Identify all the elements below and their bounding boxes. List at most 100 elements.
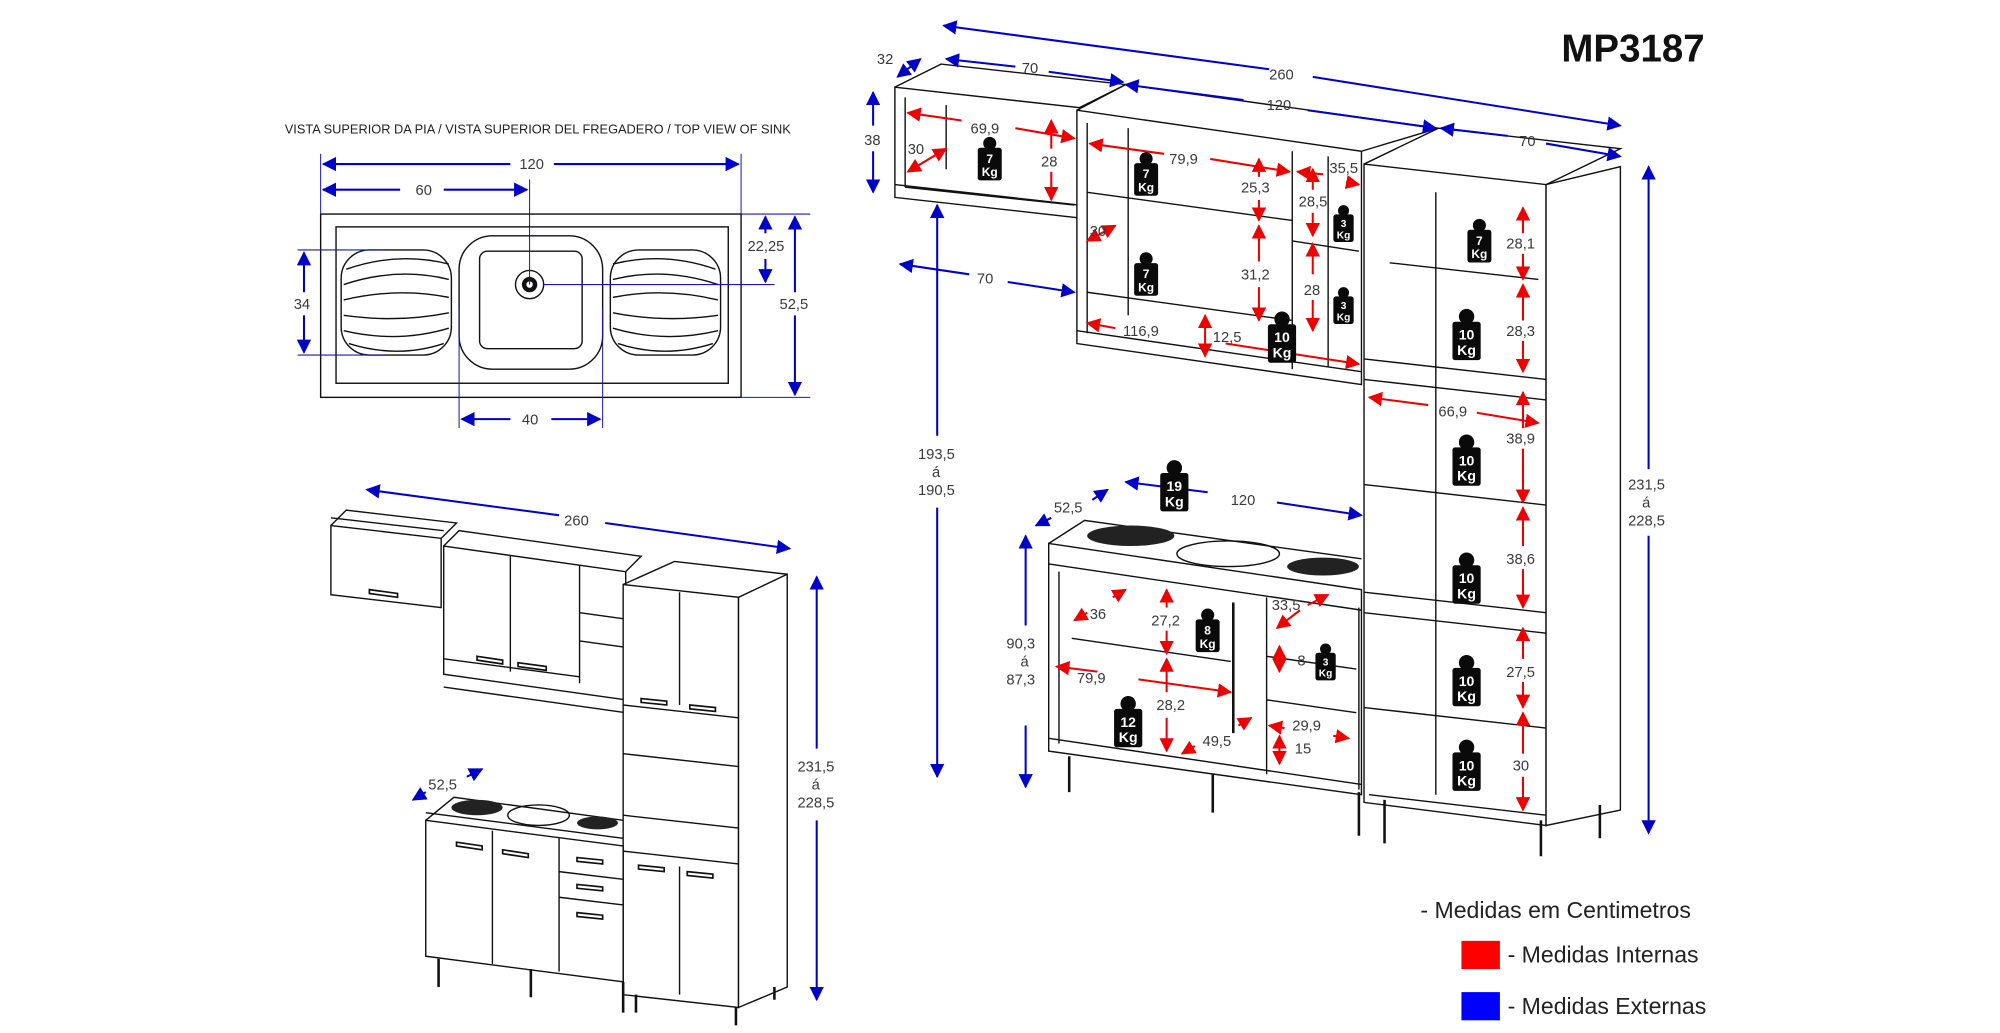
dim-int-upper-bottom-height: 12,5 bbox=[1213, 330, 1242, 346]
legend-swatch-external bbox=[1461, 992, 1500, 1021]
sink-rim bbox=[335, 226, 729, 384]
weight-icon bbox=[1458, 552, 1475, 568]
dim-int-upper-center-bottom-height: 31,2 bbox=[1241, 267, 1270, 283]
weight-icon bbox=[1458, 308, 1475, 325]
dim-int-upper-center-depth: 30 bbox=[1090, 224, 1106, 240]
dim-sink-total-depth: 52,5 bbox=[780, 297, 809, 313]
dim-base-height-sep: á bbox=[1021, 655, 1030, 671]
weight-unit: Kg bbox=[1471, 247, 1487, 261]
dim-drain-from-back: 22,25 bbox=[747, 239, 784, 255]
dim-int-upper-left-height: 28 bbox=[1041, 155, 1057, 171]
dim-base-height-min: 87,3 bbox=[1006, 672, 1035, 688]
weight-icon-body bbox=[1195, 619, 1220, 653]
weight-icon bbox=[1274, 311, 1290, 327]
dim-int-tall-width: 66,9 bbox=[1438, 405, 1467, 421]
dim-int-base-bottom-depth: 49,5 bbox=[1203, 734, 1232, 750]
dim-base-width: 120 bbox=[1231, 493, 1256, 509]
weight-icon bbox=[1337, 287, 1350, 299]
legend-units-note: - Medidas em Centimetros bbox=[1420, 897, 1690, 923]
right-drainboard bbox=[609, 249, 722, 356]
weight-icon bbox=[1120, 696, 1136, 712]
sink-outline bbox=[319, 213, 742, 399]
dim-assembled-sink-depth: 52,5 bbox=[428, 778, 457, 794]
dim-int-tall-top-2: 28,3 bbox=[1506, 324, 1535, 340]
dim-int-upper-center-width: 79,9 bbox=[1169, 152, 1198, 168]
weight-value: 10 bbox=[1459, 452, 1475, 468]
weight-icon-body bbox=[1452, 667, 1481, 707]
model-code: MP3187 bbox=[1561, 28, 1704, 71]
dim-upper-mount-height-sep: á bbox=[932, 465, 941, 481]
weight-value: 10 bbox=[1459, 673, 1475, 689]
weight-unit: Kg bbox=[1165, 493, 1184, 509]
legend: - Medidas em Centimetros - Medidas Inter… bbox=[1420, 897, 1706, 1021]
weight-icon bbox=[1166, 460, 1183, 476]
dim-tall-unit-height-max: 231,5 bbox=[1628, 478, 1665, 494]
weight-badge: 7Kg bbox=[1134, 252, 1159, 296]
weight-value: 19 bbox=[1166, 478, 1182, 494]
weight-unit: Kg bbox=[1337, 312, 1351, 323]
weight-unit: Kg bbox=[1273, 345, 1292, 361]
legend-label-external: - Medidas Externas bbox=[1508, 993, 1707, 1019]
weight-badge: 8Kg bbox=[1195, 608, 1220, 653]
weight-unit: Kg bbox=[1457, 688, 1476, 704]
legend-swatch-internal bbox=[1461, 940, 1500, 970]
dim-int-base-bottom-height: 28,2 bbox=[1156, 698, 1185, 714]
weight-unit: Kg bbox=[1457, 342, 1476, 358]
dim-int-upper-left-depth: 30 bbox=[908, 142, 924, 158]
weight-icon-body bbox=[1267, 324, 1297, 363]
dim-int-tall-top-1: 28,1 bbox=[1506, 237, 1535, 253]
weight-value: 12 bbox=[1120, 714, 1136, 730]
weight-icon-body bbox=[1160, 472, 1189, 512]
weight-icon bbox=[1320, 643, 1332, 655]
left-drainboard bbox=[340, 249, 453, 356]
dim-int-base-top-height: 27,2 bbox=[1151, 614, 1180, 630]
weight-badge: 7Kg bbox=[1134, 152, 1159, 196]
weight-icon-body bbox=[1333, 214, 1354, 243]
weight-value: 10 bbox=[1459, 757, 1475, 773]
assembled-kitchen-view: 260 52,5 231,5 bbox=[330, 484, 834, 1026]
weight-unit: Kg bbox=[1138, 180, 1154, 194]
weight-value: 7 bbox=[986, 152, 993, 166]
dim-base-depth: 52,5 bbox=[1054, 501, 1083, 517]
weight-icon-body bbox=[1452, 752, 1481, 791]
weight-icon bbox=[1139, 152, 1153, 166]
weight-unit: Kg bbox=[1457, 586, 1476, 602]
weight-icon bbox=[1201, 608, 1215, 622]
weight-unit: Kg bbox=[1200, 637, 1216, 651]
dim-base-height-max: 90,3 bbox=[1006, 637, 1035, 653]
sink-top-view: VISTA SUPERIOR DA PIA / VISTA SUPERIOR D… bbox=[285, 121, 811, 428]
dim-assembled-height-min: 228,5 bbox=[797, 796, 834, 812]
weight-icon-body bbox=[1452, 565, 1481, 604]
weight-value: 8 bbox=[1204, 623, 1211, 637]
dim-upper-left-height: 38 bbox=[864, 133, 880, 149]
dim-upper-center-width: 120 bbox=[1267, 98, 1292, 114]
weight-icon bbox=[1337, 205, 1350, 217]
dim-int-upper-center-top-height: 25,3 bbox=[1241, 180, 1270, 196]
weight-icon-body bbox=[1134, 163, 1159, 196]
weight-icon-body bbox=[1452, 447, 1481, 486]
dim-upper-left-depth: 32 bbox=[877, 52, 893, 68]
weight-icon bbox=[1458, 434, 1475, 450]
weight-icon-body bbox=[1452, 321, 1481, 361]
weight-unit: Kg bbox=[1138, 280, 1154, 294]
weight-value: 3 bbox=[1323, 657, 1329, 668]
weight-unit: Kg bbox=[1337, 230, 1351, 241]
weight-icon bbox=[1472, 218, 1486, 232]
dim-int-tall-mid-1: 38,9 bbox=[1506, 432, 1535, 448]
dim-tall-unit-width: 70 bbox=[1519, 134, 1535, 150]
dim-assembled-height-sep: á bbox=[812, 778, 821, 794]
weight-value: 10 bbox=[1459, 570, 1475, 586]
weight-unit: Kg bbox=[1457, 773, 1476, 789]
dim-int-tall-mid-2: 38,6 bbox=[1506, 552, 1535, 568]
dim-sink-total-width: 120 bbox=[519, 157, 544, 173]
weight-unit: Kg bbox=[1319, 669, 1333, 680]
weight-icon-body bbox=[1114, 708, 1143, 748]
